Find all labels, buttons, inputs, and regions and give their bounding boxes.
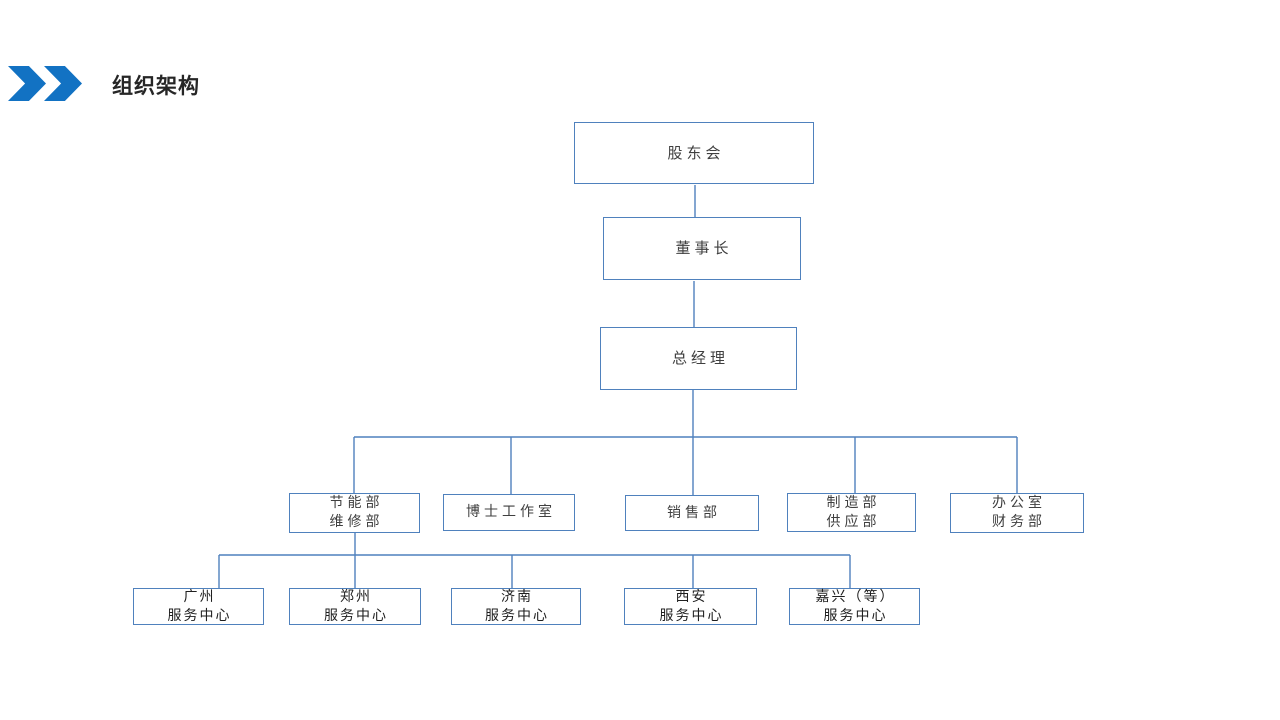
- org-node-label: 博士工作室: [466, 504, 556, 521]
- org-node-label: 服务中心: [823, 607, 888, 624]
- chevron-right-icon: [44, 66, 82, 101]
- org-node-label: 股东会: [667, 143, 725, 162]
- org-node-zhengzhou-service-center: 郑州 服务中心: [289, 588, 421, 625]
- org-node-label: 制造部: [826, 494, 881, 511]
- org-node-label: 济南: [501, 588, 533, 605]
- org-node-label: 服务中心: [324, 607, 388, 624]
- org-node-guangzhou-service-center: 广州 服务中心: [133, 588, 264, 625]
- org-node-label: 董事长: [675, 239, 733, 258]
- org-node-label: 办公室: [992, 495, 1046, 512]
- org-node-label: 服务中心: [485, 607, 549, 624]
- org-node-label: 广州: [183, 588, 216, 605]
- org-node-label: 节能部: [329, 495, 384, 512]
- org-node-label: 郑州: [340, 588, 372, 605]
- org-node-label: 销售部: [667, 504, 721, 521]
- org-node-label: 服务中心: [167, 607, 232, 624]
- org-node-label: 总经理: [671, 349, 729, 368]
- org-node-xian-service-center: 西安 服务中心: [624, 588, 757, 625]
- org-node-jiaxing-service-center: 嘉兴（等） 服务中心: [789, 588, 920, 625]
- org-node-doctor-studio: 博士工作室: [443, 494, 575, 531]
- org-node-sales-dept: 销售部: [625, 495, 759, 531]
- org-node-shareholders: 股东会: [574, 122, 814, 184]
- org-node-office-finance-dept: 办公室 财务部: [950, 493, 1084, 533]
- page-title: 组织架构: [112, 74, 200, 98]
- org-node-label: 财务部: [992, 514, 1046, 530]
- org-node-label: 嘉兴（等）: [815, 588, 896, 605]
- chevron-right-icon: [8, 66, 46, 101]
- org-node-label: 服务中心: [659, 607, 724, 624]
- org-node-energy-maintenance-dept: 节能部 维修部: [289, 493, 420, 533]
- org-node-label: 维修部: [329, 514, 384, 530]
- org-node-chairman: 董事长: [603, 217, 801, 280]
- org-node-manufacturing-supply-dept: 制造部 供应部: [787, 493, 916, 532]
- org-node-label: 供应部: [826, 513, 881, 530]
- org-node-general-manager: 总经理: [600, 327, 797, 390]
- org-node-label: 西安: [675, 588, 708, 605]
- org-node-jinan-service-center: 济南 服务中心: [451, 588, 581, 625]
